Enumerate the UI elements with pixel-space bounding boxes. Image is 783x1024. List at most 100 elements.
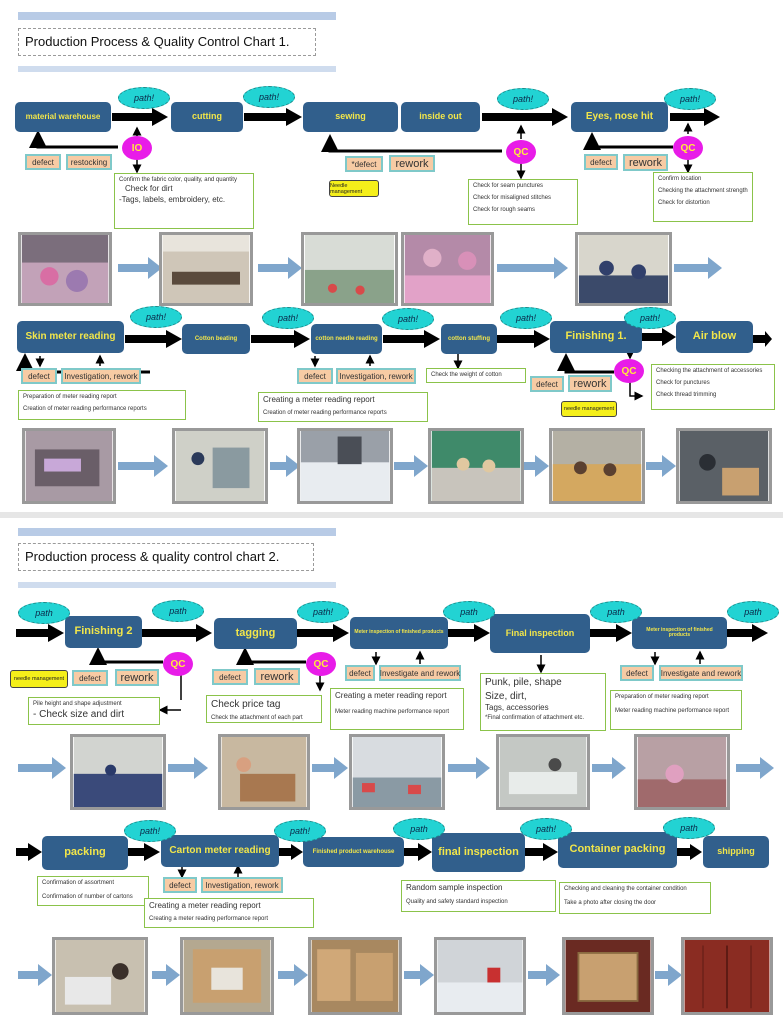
rework-tag: rework xyxy=(623,154,668,171)
note-item: Check for dirt xyxy=(125,184,173,194)
step-final-inspection: Final inspection xyxy=(490,614,590,653)
path-bubble: path! xyxy=(497,88,549,110)
needle-management-badge: Needle management xyxy=(329,180,379,197)
defect-tag: defect xyxy=(25,154,61,170)
qc-bubble: QC xyxy=(673,136,703,160)
eyes-qc-checklist: Confirm location Checking the attachment… xyxy=(653,172,753,222)
carton-checklist: Creating a meter reading report Creating… xyxy=(144,898,314,928)
factory-photo xyxy=(496,734,590,810)
note-item: Confirmation of assortment xyxy=(42,880,115,886)
io-checklist: Confirm the fabric color, quality, and q… xyxy=(114,173,254,229)
factory-photo xyxy=(52,937,148,1015)
rework-tag: rework xyxy=(254,668,300,685)
note-item: Creation of meter reading performance re… xyxy=(23,406,147,413)
step-finishing-2: Finishing 2 xyxy=(65,616,142,648)
path-bubble: path! xyxy=(124,820,176,842)
final-inspection-checklist: Punk, pile, shape Size, dirt, Tags, acce… xyxy=(480,673,606,731)
step-inside-out: inside out xyxy=(401,102,480,132)
path-bubble: path! xyxy=(624,307,676,329)
path-bubble: path xyxy=(663,817,715,839)
step-finishing-1: Finishing 1. xyxy=(550,321,642,353)
path-bubble: path! xyxy=(274,820,326,842)
header-band xyxy=(18,12,336,20)
note-item: Check the attachment of each part xyxy=(211,714,303,721)
step-cotton-needle-reading: cotton needle reading xyxy=(311,324,382,354)
note-item: -Tags, labels, embroidery, etc. xyxy=(119,194,226,204)
factory-photo xyxy=(349,734,445,810)
defect-tag: defect xyxy=(620,665,654,681)
tagging-checklist: Check price tag Check the attachment of … xyxy=(206,695,322,723)
note-item: Quality and safety standard inspection xyxy=(406,898,508,905)
factory-photo xyxy=(308,937,402,1015)
factory-photo xyxy=(634,734,730,810)
note-item: Preparation of meter reading report xyxy=(615,694,709,700)
factory-photo xyxy=(434,937,526,1015)
sewing-qc-checklist: Check for seam punctures Check for misal… xyxy=(468,179,578,225)
defect-tag: defect xyxy=(345,665,375,681)
note-item: Meter reading machine performance report xyxy=(335,708,450,715)
factory-photo xyxy=(575,232,672,306)
note-item: Confirm location xyxy=(658,176,702,182)
factory-photo xyxy=(297,428,393,504)
header-band xyxy=(18,582,336,588)
finishing1-checklist: Checking the attachment of accessories C… xyxy=(651,364,775,410)
step-finished-product-warehouse: Finished product warehouse xyxy=(303,837,404,867)
io-bubble: IO xyxy=(122,136,152,160)
note-item: Punk, pile, shape xyxy=(485,677,562,688)
rework-tag: rework xyxy=(568,375,612,392)
stuffing-checklist: Check the weight of cotton xyxy=(426,368,526,383)
note-item: Creating a meter reading report xyxy=(263,395,375,404)
rework-tag: rework xyxy=(389,155,435,172)
path-bubble: path! xyxy=(297,601,349,623)
section-divider xyxy=(0,512,783,518)
note-item: Check for rough seams xyxy=(473,207,536,214)
step-carton-meter-reading: Carton meter reading xyxy=(161,835,279,867)
qc-bubble: QC xyxy=(614,359,644,383)
path-bubble: path xyxy=(393,818,445,840)
note-item: Creation of meter reading performance re… xyxy=(263,409,387,416)
step-sewing: sewing xyxy=(303,102,398,132)
factory-photo xyxy=(70,734,166,810)
step-meter-inspection-b: Meter inspection of finished products xyxy=(632,617,727,649)
path-bubble: path! xyxy=(520,818,572,840)
note-item: Creating a meter reading report xyxy=(335,691,447,700)
defect-tag: defect xyxy=(297,368,333,384)
path-bubble: path xyxy=(443,601,495,623)
chart2-title: Production process & quality control cha… xyxy=(18,543,314,571)
path-bubble: path! xyxy=(118,87,170,109)
step-material-warehouse: material warehouse xyxy=(15,102,111,132)
factory-photo xyxy=(549,428,645,504)
note-item: Creating a meter reading performance rep… xyxy=(149,915,269,922)
restocking-tag: restocking xyxy=(66,154,112,170)
factory-photo xyxy=(301,232,398,306)
note-item: Preparation of meter reading report xyxy=(23,394,117,400)
investigation-rework-tag: Investigation, rework xyxy=(201,877,283,893)
finishing2-checklist: Pile height and shape adjustment - Check… xyxy=(28,697,160,725)
note-item: - Check size and dirt xyxy=(33,709,125,721)
note-item: Check price tag xyxy=(211,699,281,710)
step-packing: packing xyxy=(42,836,128,870)
note-item: Checking the attachment strength xyxy=(658,188,748,195)
defect-tag: defect xyxy=(584,154,618,170)
note-item: Meter reading machine performance report xyxy=(615,708,730,715)
step-meter-inspection: Meter inspection of finished products xyxy=(350,617,448,649)
step-cutting: cutting xyxy=(171,102,243,132)
qc-bubble: QC xyxy=(163,652,193,676)
note-item: Check for seam punctures xyxy=(473,183,544,189)
factory-photo xyxy=(159,232,253,306)
path-bubble: path! xyxy=(382,308,434,330)
note-item: Creating a meter reading report xyxy=(149,901,261,910)
qc-bubble: QC xyxy=(306,652,336,676)
factory-photo xyxy=(180,937,274,1015)
step-eyes-nose-hit: Eyes, nose hit xyxy=(571,102,668,132)
note-item: Confirmation of number of cartons xyxy=(42,894,133,901)
defect-tag: defect xyxy=(21,368,57,384)
factory-photo xyxy=(428,428,524,504)
path-bubble: path xyxy=(152,600,204,622)
header-band xyxy=(18,528,336,536)
factory-photo xyxy=(562,937,654,1015)
factory-photo xyxy=(401,232,494,306)
skin-meter-checklist: Preparation of meter reading report Crea… xyxy=(18,390,186,420)
factory-photo xyxy=(218,734,310,810)
investigation-rework-tag: Investigation, rework xyxy=(61,368,141,384)
